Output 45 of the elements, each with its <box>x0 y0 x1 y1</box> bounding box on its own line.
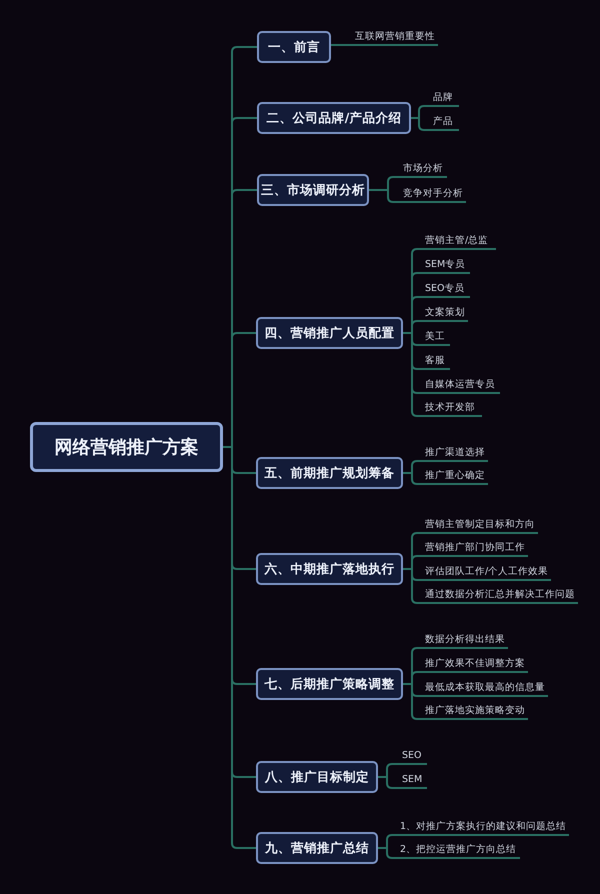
subtopic-text: SEM <box>392 772 427 789</box>
central-topic-box: 网络营销推广方案 <box>30 422 223 472</box>
subtopic-text: 营销推广部门协同工作 <box>417 540 528 557</box>
subtopic-text: 产品 <box>424 114 459 131</box>
connector-line <box>331 44 336 46</box>
subtopic-text: 数据分析得出结果 <box>417 632 508 649</box>
subtopic-text: 营销主管制定目标和方向 <box>417 517 538 534</box>
subtopic-text: 推广落地实施策略变动 <box>417 703 528 720</box>
subtopic-text: 美工 <box>417 329 450 346</box>
connector-line <box>403 332 418 417</box>
connector-line <box>403 683 418 720</box>
subtopic-text: SEO <box>392 748 427 765</box>
connector-line <box>403 472 418 485</box>
topic-box: 八、推广目标制定 <box>256 761 378 793</box>
subtopic-text: 推广渠道选择 <box>417 445 488 462</box>
topic-box: 六、中期推广落地执行 <box>256 553 403 585</box>
subtopic-text: 品牌 <box>424 90 459 107</box>
subtopic-text: 市场分析 <box>393 161 447 178</box>
topic-box: 三、市场调研分析 <box>257 174 369 206</box>
subtopic-text: 营销主管/总监 <box>417 233 496 250</box>
subtopic-text: SEO专员 <box>417 281 470 298</box>
subtopic-text: 竞争对手分析 <box>393 186 466 203</box>
connector-line <box>403 568 418 604</box>
subtopic-text: 自媒体运营专员 <box>417 377 500 394</box>
subtopic-text: 互联网营销重要性 <box>336 29 438 46</box>
subtopic-text: SEM专员 <box>417 257 470 274</box>
subtopic-text: 客服 <box>417 353 450 370</box>
subtopic-text: 最低成本获取最高的信息量 <box>417 680 548 697</box>
subtopic-text: 评估团队工作/个人工作效果 <box>417 564 552 581</box>
subtopic-text: 通过数据分析汇总并解决工作问题 <box>417 587 578 604</box>
topic-box: 九、营销推广总结 <box>256 832 378 864</box>
topic-box: 五、前期推广规划筹备 <box>256 457 403 489</box>
connector-line <box>378 776 393 789</box>
subtopic-text: 1、对推广方案执行的建议和问题总结 <box>392 819 570 836</box>
subtopic-text: 2、把控运营推广方向总结 <box>392 842 520 859</box>
subtopic-text: 推广重心确定 <box>417 468 488 485</box>
topic-box: 七、后期推广策略调整 <box>256 668 403 700</box>
topic-box: 四、营销推广人员配置 <box>256 317 403 349</box>
connector-line <box>378 847 393 859</box>
connector-line <box>411 117 425 131</box>
subtopic-text: 文案策划 <box>417 305 468 322</box>
subtopic-text: 推广效果不佳调整方案 <box>417 656 528 673</box>
topic-box: 一、前言 <box>257 31 331 63</box>
topic-box: 二、公司品牌/产品介绍 <box>257 102 411 134</box>
subtopic-text: 技术开发部 <box>417 400 482 417</box>
